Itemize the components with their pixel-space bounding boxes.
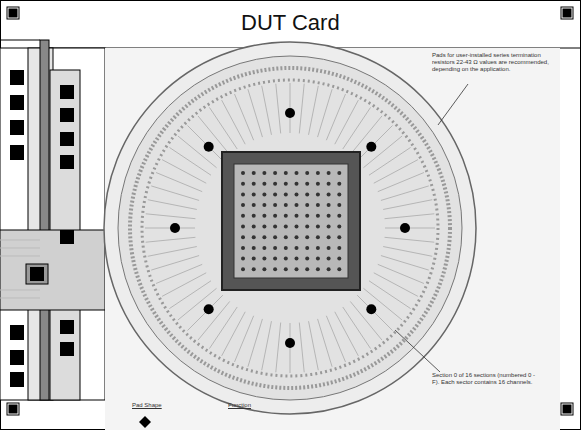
column-heading: Function [228,402,251,408]
column-heading: Pad Shape [132,402,162,408]
callout-note: Pads for user-installed series terminati… [432,52,552,73]
callout-note: Section 0 of 16 sections (numbered 0 - F… [432,372,542,386]
card-title: DUT Card [241,10,340,36]
